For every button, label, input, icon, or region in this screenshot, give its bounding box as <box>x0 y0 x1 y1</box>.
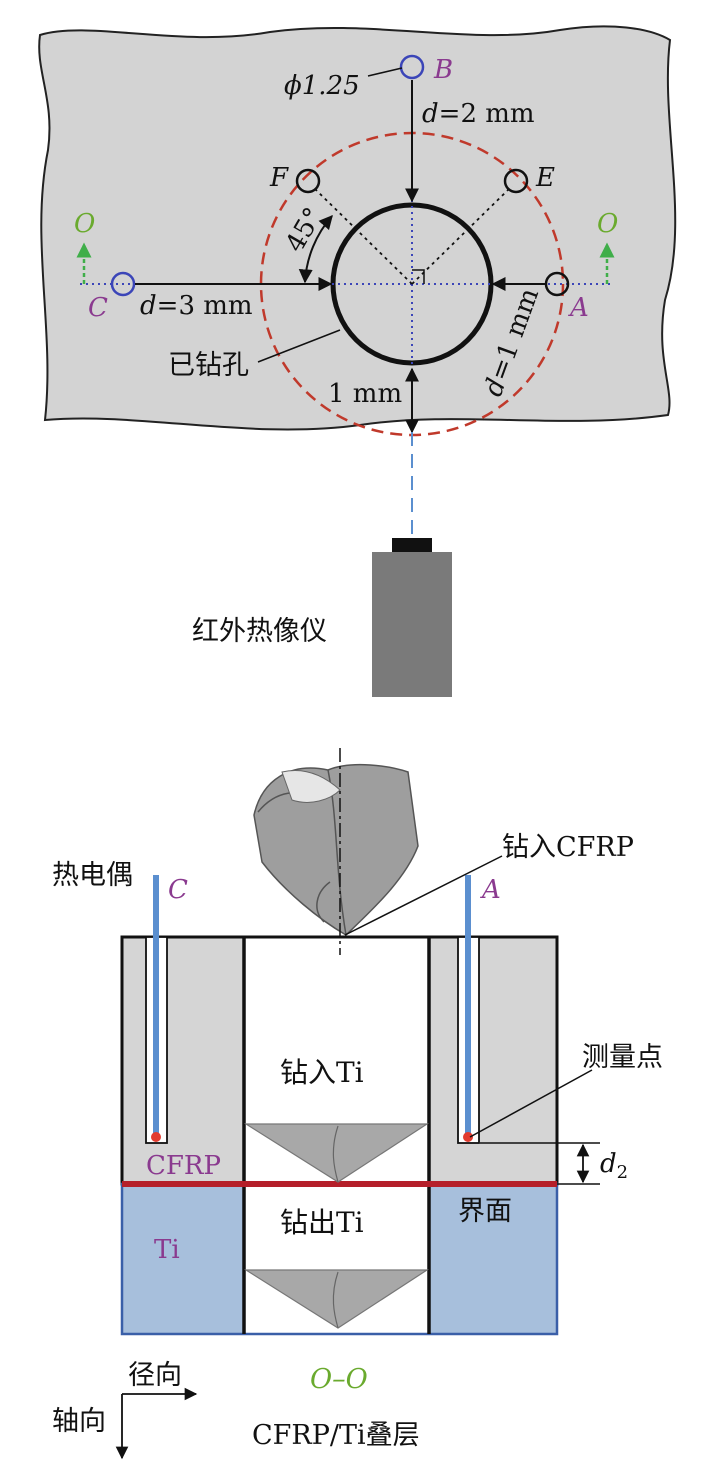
section-O-right-label: O <box>597 209 618 239</box>
section-O-left-label: O <box>74 209 95 239</box>
interface-label: 界面 <box>458 1196 512 1227</box>
measure-point-A <box>463 1132 473 1142</box>
camera-label: 红外热像仪 <box>192 616 327 647</box>
dist-C-var: d <box>140 291 157 321</box>
point-B-label: B <box>433 55 453 85</box>
drill-tip-ti-out-edge <box>332 1271 339 1329</box>
section-point-C-label: C <box>168 875 188 905</box>
dist-B-label: d=2 mm <box>422 99 535 129</box>
hole-leader <box>257 329 341 363</box>
measure-point-C <box>151 1132 161 1142</box>
d2-label: d2 <box>600 1149 628 1183</box>
point-E-circle <box>503 168 529 194</box>
point-A-circle <box>544 271 570 297</box>
dist-B-var: d <box>422 99 439 129</box>
measure-point-label: 测量点 <box>582 1042 663 1073</box>
drill-tip-ti-in-edge <box>332 1125 339 1183</box>
dist-C-label: d=3 mm <box>140 291 253 321</box>
ti-layer-label: Ti <box>154 1235 180 1265</box>
section-title: O–O <box>310 1364 368 1395</box>
drill-tip-ti-out <box>243 1269 430 1329</box>
drill-ti-in-label: 钻入Ti <box>280 1056 364 1089</box>
point-A-label: A <box>568 293 589 323</box>
cfrp-layer-label: CFRP <box>146 1151 221 1181</box>
point-F-label: F <box>269 163 289 193</box>
drill-cfrp-leader <box>344 855 503 936</box>
section-view: 热电偶 C A 钻入CFRP 测量点 钻入Ti 钻出Ti CFRP Ti 界面 … <box>52 748 663 1460</box>
dist-C-value: =3 mm <box>157 291 253 321</box>
dist-B-value: =2 mm <box>439 99 535 129</box>
section-point-A-label: A <box>480 875 501 905</box>
point-C-circle <box>110 271 136 297</box>
drilled-hole-label: 已钻孔 <box>168 350 249 381</box>
diameter-label: ϕ1.25 <box>284 71 360 101</box>
diameter-leader <box>367 67 403 77</box>
point-E-label: E <box>535 163 555 193</box>
point-C-label: C <box>88 293 108 323</box>
d2-subscript: 2 <box>617 1162 628 1183</box>
measure-point-leader <box>469 1069 593 1138</box>
angle-arc <box>298 214 333 284</box>
drill-ti-out-label: 钻出Ti <box>280 1206 364 1239</box>
drill-bit-cfrp <box>253 763 419 936</box>
d2-var: d <box>600 1149 617 1179</box>
axial-label: 轴向 <box>52 1406 106 1437</box>
point-B-circle <box>399 54 425 80</box>
diagonal-to-E <box>411 185 513 285</box>
diagonal-to-F <box>311 185 413 285</box>
drill-tip-ti-in <box>243 1123 430 1183</box>
camera-body <box>372 552 452 697</box>
gap-label: 1 mm <box>328 379 402 409</box>
top-view: B C A F E O O ϕ1.25 d=2 mm d=3 mm d=1 mm… <box>38 25 677 697</box>
right-angle-mark <box>412 269 425 284</box>
thermocouple-label: 热电偶 <box>52 860 133 891</box>
radial-label: 径向 <box>128 1360 182 1391</box>
point-F-circle <box>295 168 321 194</box>
drill-cfrp-label: 钻入CFRP <box>502 832 634 863</box>
camera-lens <box>392 538 432 552</box>
stack-title: CFRP/Ti叠层 <box>252 1420 420 1451</box>
